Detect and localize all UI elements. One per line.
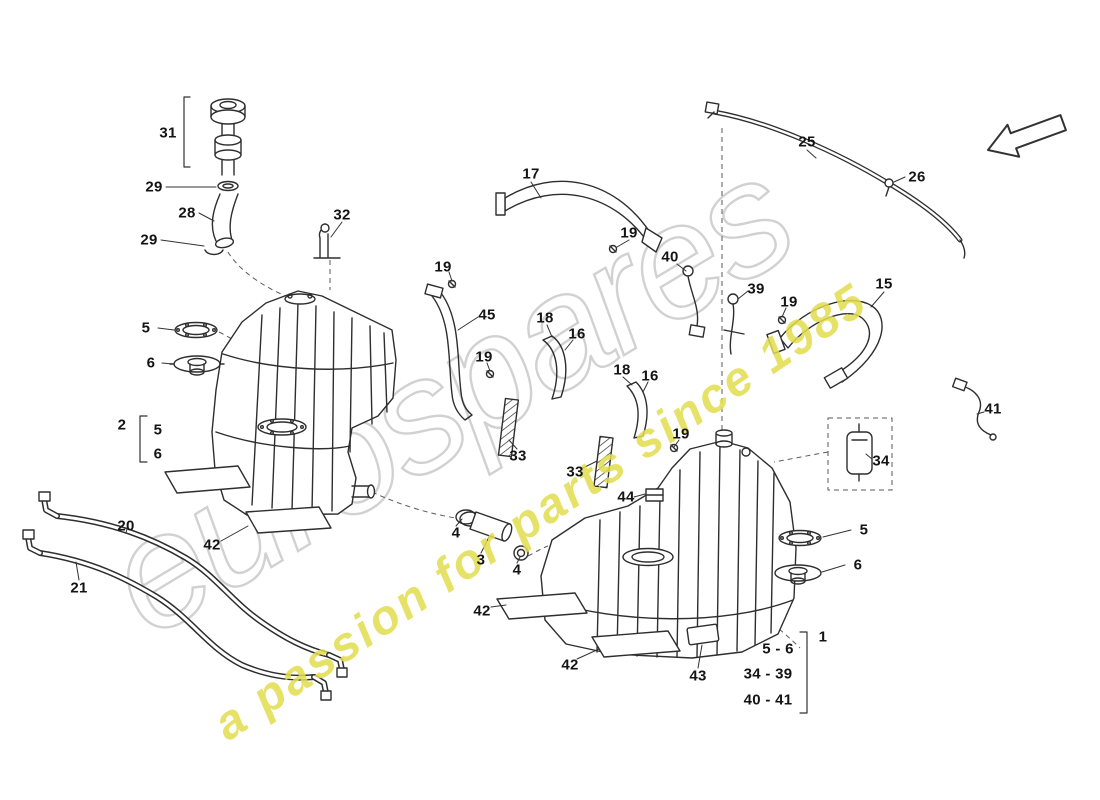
fuel-lines-20-21 — [22, 491, 348, 701]
damping-strips-33 — [497, 397, 614, 489]
sender-rings-left — [169, 321, 225, 376]
filler-cap-group — [204, 98, 246, 256]
leader-lines — [75, 149, 985, 669]
direction-arrow-icon — [987, 114, 1067, 158]
tensioning-strap-45 — [424, 279, 473, 421]
grouping-brackets — [139, 96, 808, 714]
left-fuel-tank — [211, 290, 397, 516]
tensioning-strap-17 — [495, 180, 663, 254]
retaining-straps-16-18 — [485, 335, 679, 453]
breather-pipe-25 — [704, 101, 966, 259]
support-bracket-32 — [313, 223, 341, 259]
small-parts — [645, 377, 997, 646]
main-line-art — [22, 96, 997, 714]
tensioning-strap-15 — [766, 299, 883, 389]
vent-valves-39-40 — [682, 265, 745, 355]
sender-rings-right — [774, 529, 822, 585]
mounting-feet — [164, 465, 681, 658]
right-fuel-tank — [540, 429, 797, 659]
connector-hose-3-4 — [455, 509, 529, 561]
